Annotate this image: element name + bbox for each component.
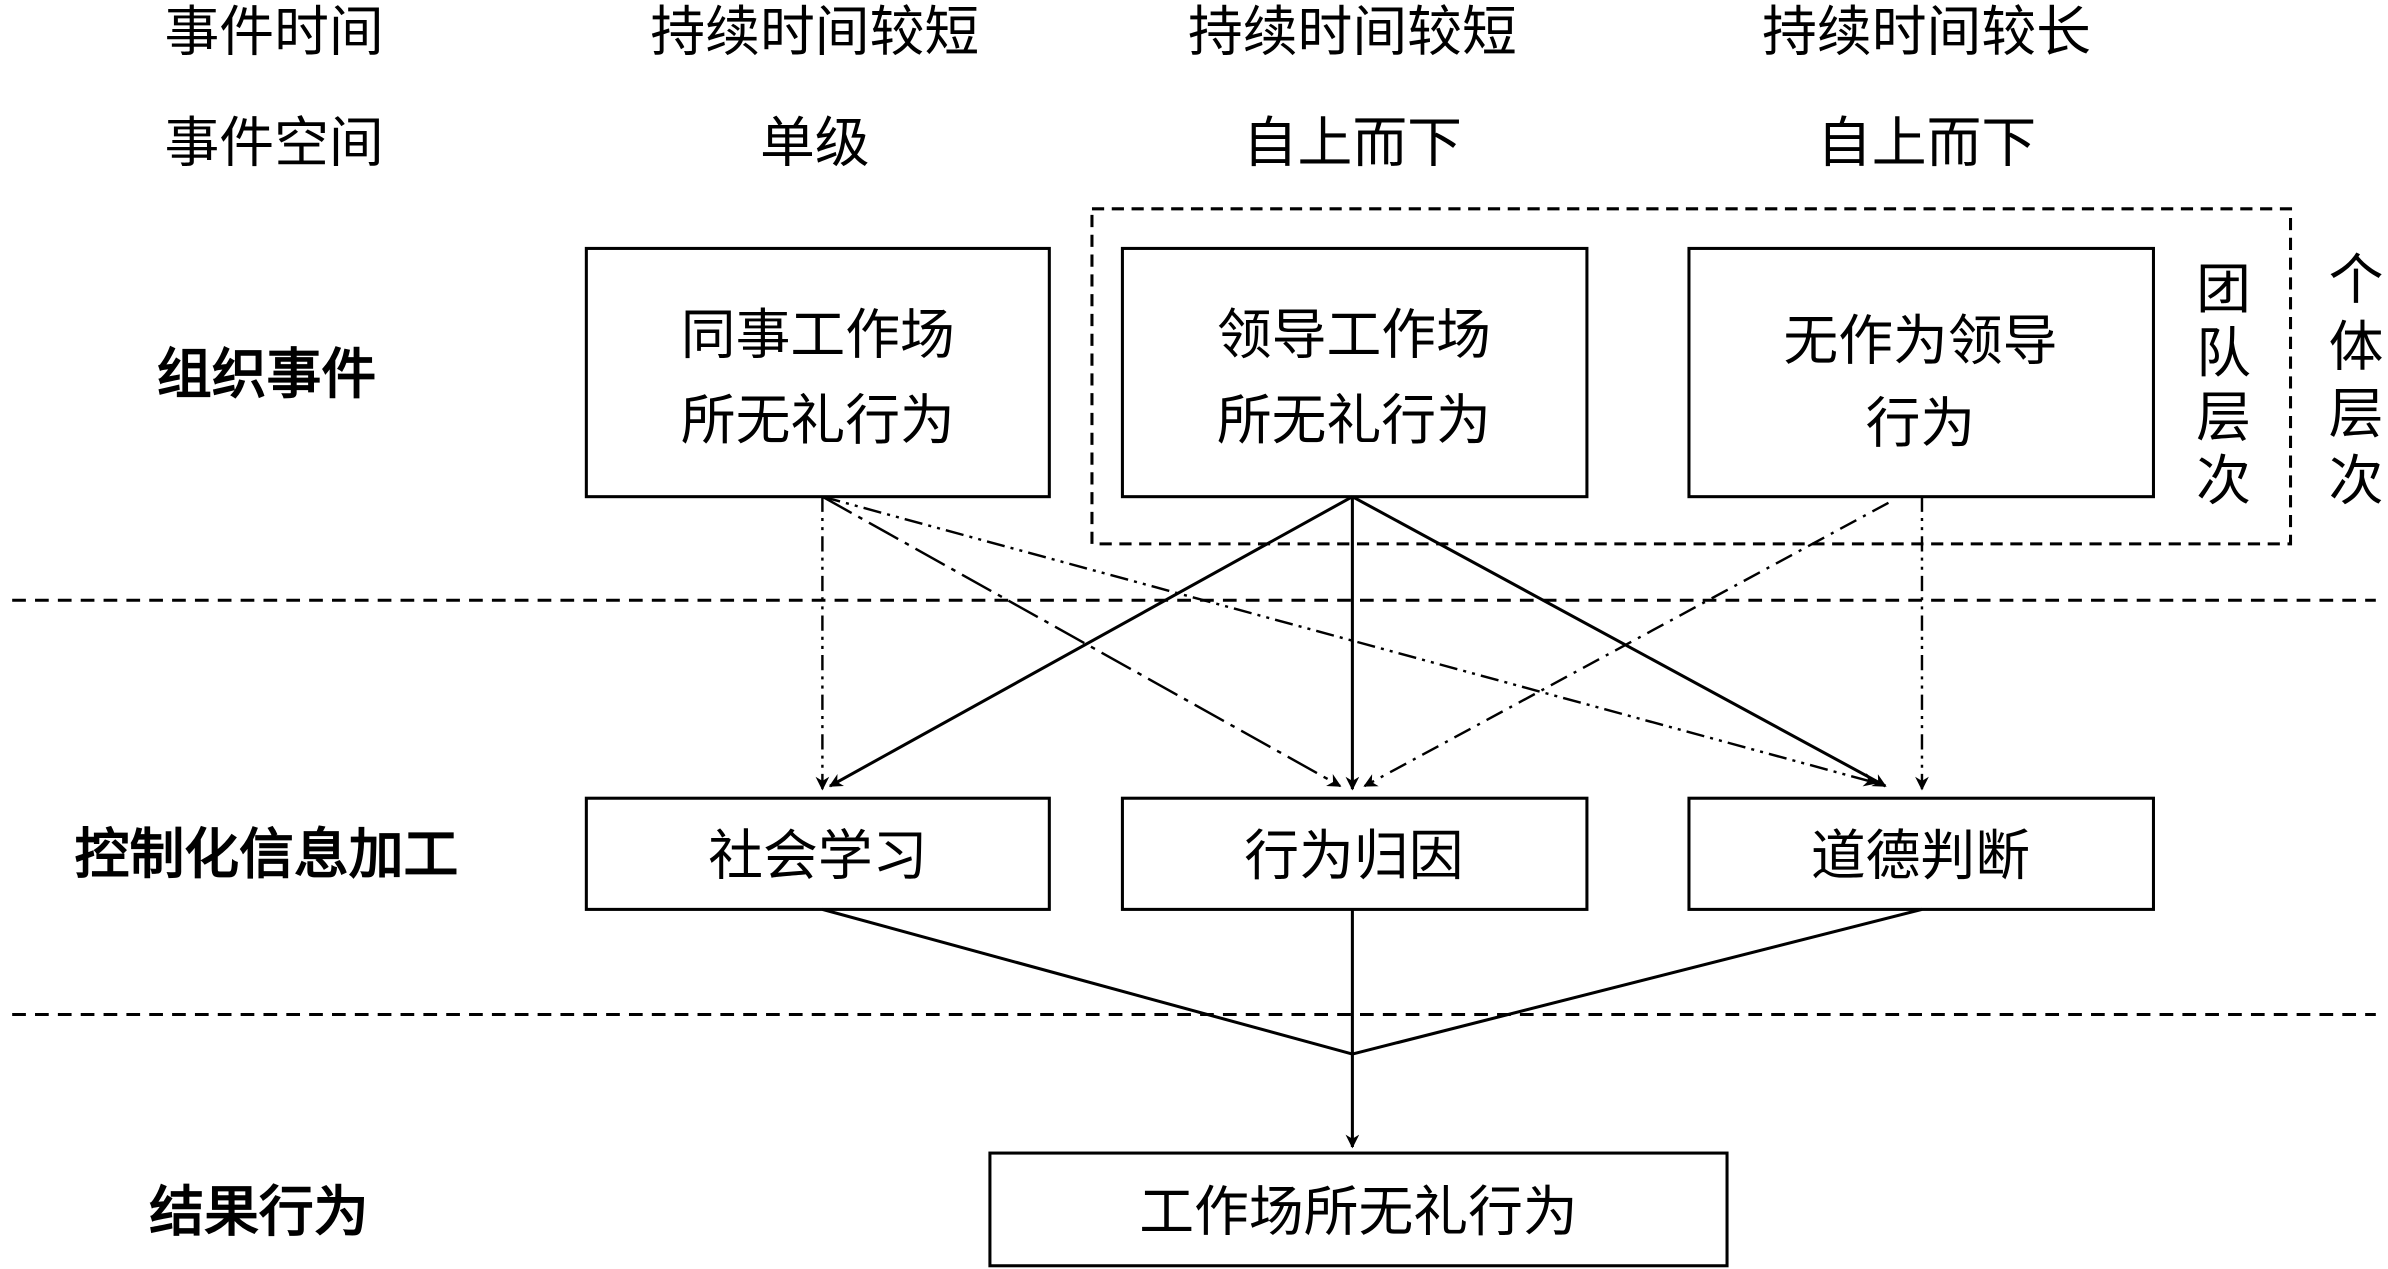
space-value-1: 单级	[760, 111, 870, 175]
time-value-2: 持续时间较短	[1188, 0, 1517, 63]
svg-text:层: 层	[2329, 382, 2384, 446]
time-row-label: 事件时间	[165, 0, 384, 63]
space-value-2: 自上而下	[1243, 111, 1462, 175]
team-level-label: 团 队 层 次	[2196, 257, 2251, 513]
outcome-box: 工作场所无礼行为	[988, 1151, 1729, 1268]
svg-text:体: 体	[2329, 315, 2384, 379]
time-value-1: 持续时间较短	[650, 0, 979, 63]
team-level-frame	[1090, 207, 2293, 546]
row-label-processing: 控制化信息加工	[75, 822, 459, 886]
space-row-label: 事件空间	[165, 111, 384, 175]
arrow-passive-to-attribution	[1363, 501, 1890, 788]
arrow-coworker-to-attribution	[821, 495, 1342, 788]
event-box-coworker: 同事工作场 所无礼行为	[584, 246, 1051, 499]
row-label-outcome: 结果行为	[149, 1180, 368, 1244]
svg-text:队: 队	[2196, 321, 2251, 385]
svg-text:层: 层	[2196, 385, 2251, 449]
process-box-social-learning: 社会学习	[584, 796, 1051, 911]
arrow-leader-to-moral-judgment	[1351, 495, 1887, 788]
arrow-leader-to-social-learning	[828, 495, 1354, 788]
event-box-line: 行为	[1866, 391, 1976, 455]
space-value-3: 自上而下	[1817, 111, 2036, 175]
convergence-lines	[821, 907, 1923, 1056]
svg-text:社会学习: 社会学习	[708, 823, 927, 887]
event-box-leader: 领导工作场 所无礼行为	[1120, 246, 1589, 499]
event-box-line: 同事工作场	[681, 303, 955, 367]
individual-level-label: 个 体 层 次	[2329, 248, 2384, 513]
process-box-attribution: 行为归因	[1120, 796, 1589, 911]
svg-text:工作场所无礼行为: 工作场所无礼行为	[1139, 1180, 1578, 1244]
event-box-line: 所无礼行为	[681, 388, 955, 452]
svg-text:个: 个	[2329, 248, 2384, 312]
row-label-org-events: 组织事件	[157, 342, 376, 406]
arrow-coworker-to-moral-judgment	[822, 495, 1878, 787]
svg-text:次: 次	[2329, 449, 2384, 513]
event-box-line: 领导工作场	[1217, 303, 1491, 367]
svg-text:团: 团	[2196, 257, 2251, 321]
svg-text:道德判断: 道德判断	[1811, 823, 2030, 887]
event-box-passive-leader: 无作为领导 行为	[1687, 246, 2155, 499]
event-box-line: 无作为领导	[1783, 309, 2057, 373]
time-value-3: 持续时间较长	[1762, 0, 2091, 63]
process-box-moral-judgment: 道德判断	[1687, 796, 2155, 911]
event-box-line: 所无礼行为	[1217, 388, 1491, 452]
svg-text:次: 次	[2196, 449, 2251, 513]
svg-text:行为归因: 行为归因	[1244, 823, 1463, 887]
